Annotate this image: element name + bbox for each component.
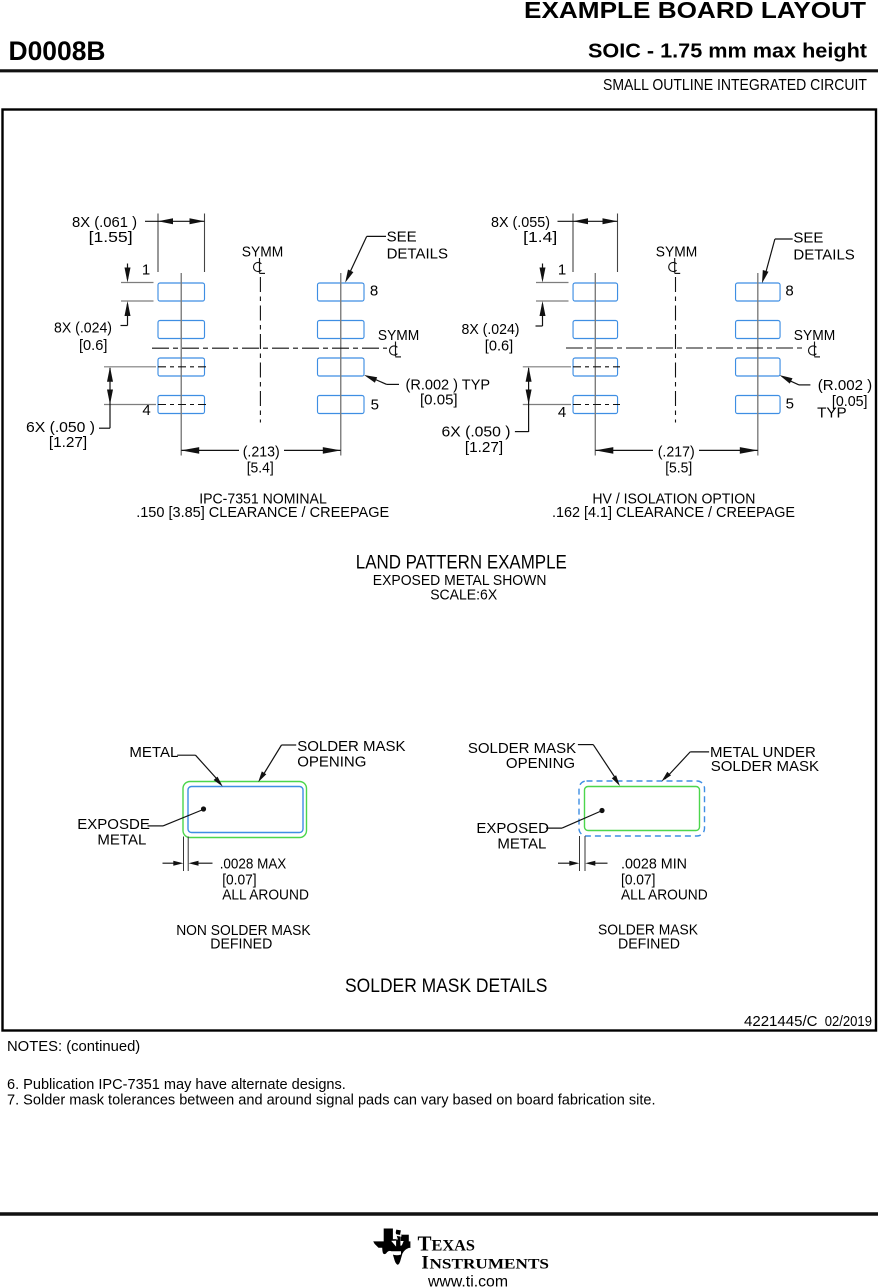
svg-text:6X (.050 ): 6X (.050 ) [26, 419, 95, 436]
svg-text:METAL: METAL [129, 744, 178, 761]
svg-text:[0.6]: [0.6] [79, 337, 107, 354]
svg-text:EXPOSDE: EXPOSDE [77, 816, 150, 833]
svg-text:METAL: METAL [97, 832, 146, 849]
svg-text:SEE: SEE [793, 230, 823, 247]
svg-text:NOTES: (continued): NOTES: (continued) [7, 1039, 140, 1055]
svg-text:8: 8 [785, 283, 793, 300]
svg-text:6. Publication IPC-7351 may ha: 6. Publication IPC-7351 may have alterna… [7, 1077, 346, 1093]
svg-text:.150 [3.85] CLEARANCE / CREEPA: .150 [3.85] CLEARANCE / CREEPAGE [136, 504, 389, 521]
svg-text:DETAILS: DETAILS [793, 247, 854, 264]
svg-text:4: 4 [142, 402, 150, 419]
svg-text:DEFINED: DEFINED [210, 936, 272, 953]
svg-text:T: T [418, 1232, 432, 1256]
svg-text:[1.4]: [1.4] [523, 229, 557, 246]
svg-text:[5.4]: [5.4] [247, 459, 274, 476]
svg-text:SCALE:6X: SCALE:6X [430, 586, 497, 603]
svg-text:SOIC - 1.75 mm max height: SOIC - 1.75 mm max height [588, 41, 867, 63]
svg-text:[5.5]: [5.5] [665, 459, 692, 476]
svg-text:D0008B: D0008B [9, 36, 106, 66]
svg-text:EXPOSED: EXPOSED [476, 820, 549, 837]
svg-text:www.ti.com: www.ti.com [427, 1274, 508, 1288]
svg-text:6X (.050 ): 6X (.050 ) [442, 424, 511, 441]
svg-text:1: 1 [558, 262, 566, 279]
svg-text:EXAS: EXAS [432, 1238, 476, 1255]
svg-text:8X (.061 ): 8X (.061 ) [72, 214, 137, 231]
svg-text:ALL AROUND: ALL AROUND [222, 887, 309, 904]
svg-text:5: 5 [786, 396, 794, 413]
svg-text:METAL UNDER: METAL UNDER [710, 744, 816, 761]
svg-text:SOLDER MASK: SOLDER MASK [598, 921, 698, 938]
svg-text:NON SOLDER MASK: NON SOLDER MASK [176, 922, 310, 939]
svg-text:EXAMPLE BOARD LAYOUT: EXAMPLE BOARD LAYOUT [524, 0, 867, 23]
svg-text:METAL: METAL [497, 836, 546, 853]
svg-text:[0.07]: [0.07] [621, 872, 655, 889]
svg-text:[0.6]: [0.6] [485, 338, 513, 355]
svg-text:SYMM: SYMM [794, 327, 835, 344]
svg-text:[0.07]: [0.07] [222, 872, 256, 889]
svg-text:[0.05]: [0.05] [420, 391, 458, 408]
svg-text:LAND PATTERN EXAMPLE: LAND PATTERN EXAMPLE [356, 553, 567, 574]
svg-text:8: 8 [370, 283, 378, 300]
svg-text:02/2019: 02/2019 [825, 1014, 872, 1030]
svg-text:[1.27]: [1.27] [465, 439, 503, 456]
svg-text:I: I [421, 1253, 428, 1274]
svg-text:EXPOSED METAL SHOWN: EXPOSED METAL SHOWN [373, 572, 547, 589]
svg-text:.0028 MIN: .0028 MIN [621, 856, 687, 873]
svg-text:SOLDER MASK: SOLDER MASK [711, 758, 819, 775]
svg-text:OPENING: OPENING [297, 753, 366, 770]
svg-text:[0.05]: [0.05] [832, 393, 868, 410]
svg-text:ALL AROUND: ALL AROUND [621, 887, 708, 904]
svg-text:.162 [4.1] CLEARANCE / CREEPAG: .162 [4.1] CLEARANCE / CREEPAGE [552, 504, 795, 521]
svg-text:NSTRUMENTS: NSTRUMENTS [430, 1257, 550, 1273]
svg-text:(R.002 ) TYP: (R.002 ) TYP [406, 376, 491, 393]
svg-text:7. Solder mask tolerances betw: 7. Solder mask tolerances between and ar… [7, 1093, 656, 1109]
svg-text:OPENING: OPENING [506, 755, 575, 772]
svg-text:5: 5 [371, 397, 379, 414]
svg-text:IPC-7351 NOMINAL: IPC-7351 NOMINAL [199, 490, 327, 507]
svg-text:SOLDER MASK DETAILS: SOLDER MASK DETAILS [345, 976, 547, 997]
svg-text:(R.002 ): (R.002 ) [818, 377, 872, 394]
svg-text:1: 1 [142, 262, 150, 279]
svg-text:SYMM: SYMM [656, 244, 697, 261]
svg-text:DETAILS: DETAILS [387, 245, 448, 262]
svg-text:8X (.024): 8X (.024) [54, 320, 112, 337]
svg-text:(.217): (.217) [658, 443, 695, 460]
svg-text:4221445/C: 4221445/C [744, 1014, 818, 1030]
svg-text:SOLDER MASK: SOLDER MASK [297, 738, 405, 755]
svg-text:SMALL OUTLINE INTEGRATED CIRCU: SMALL OUTLINE INTEGRATED CIRCUIT [603, 77, 867, 94]
svg-text:TYP: TYP [817, 405, 847, 422]
svg-text:SYMM: SYMM [378, 327, 419, 344]
svg-text:4: 4 [558, 404, 566, 421]
svg-text:DEFINED: DEFINED [618, 936, 680, 953]
svg-text:SOLDER MASK: SOLDER MASK [468, 740, 576, 757]
svg-text:SEE: SEE [387, 229, 417, 246]
svg-text:8X (.055): 8X (.055) [491, 214, 550, 231]
svg-text:[1.27]: [1.27] [49, 434, 87, 451]
svg-text:HV / ISOLATION OPTION: HV / ISOLATION OPTION [592, 490, 755, 507]
svg-text:(.213): (.213) [243, 443, 280, 460]
svg-text:SYMM: SYMM [242, 244, 283, 261]
svg-text:[1.55]: [1.55] [89, 229, 133, 246]
svg-text:8X (.024): 8X (.024) [462, 321, 520, 338]
svg-text:.0028 MAX: .0028 MAX [220, 856, 287, 873]
